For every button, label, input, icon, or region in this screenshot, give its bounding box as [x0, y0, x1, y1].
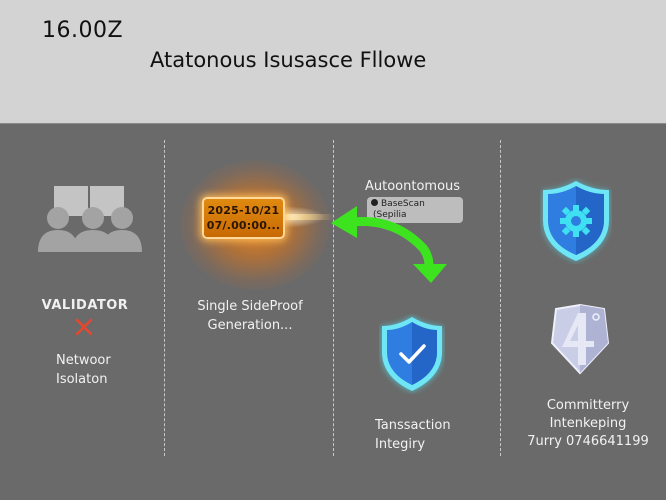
info-icon	[371, 199, 378, 206]
validator-heading: VALIDATOR	[41, 298, 129, 313]
transaction-integrity-label: Tanssaction Integiry	[375, 418, 451, 452]
column-divider	[164, 140, 165, 456]
header-bar: 16.00Z Atatonous Isusasce Fllowe	[0, 0, 666, 124]
curved-double-arrow-icon	[331, 206, 447, 283]
shield-check-icon	[381, 316, 443, 392]
shield-gear-icon	[542, 180, 610, 262]
proof-generation-label: Single SideProof Generation...	[197, 299, 303, 333]
basescan-chip[interactable]: BaseScan (Sepilia	[367, 197, 463, 223]
autonomous-heading: Autoontomous	[365, 179, 461, 194]
committee-badge-icon	[550, 303, 610, 375]
page-title: Atatonous Isusasce Fllowe	[150, 48, 427, 72]
light-flare	[275, 214, 335, 220]
timestamp-box: 2025-10/21 07/.00:00...	[202, 197, 285, 239]
x-mark-icon	[75, 318, 93, 336]
committee-label: Committerry Intenkeping 7urry 0746641199	[527, 398, 649, 449]
group-users-icon	[38, 186, 142, 252]
network-isolation-label: Netwoor Isolaton	[56, 353, 111, 387]
column-divider	[500, 140, 501, 456]
column-divider	[333, 140, 334, 456]
header-timestamp: 16.00Z	[42, 18, 124, 43]
